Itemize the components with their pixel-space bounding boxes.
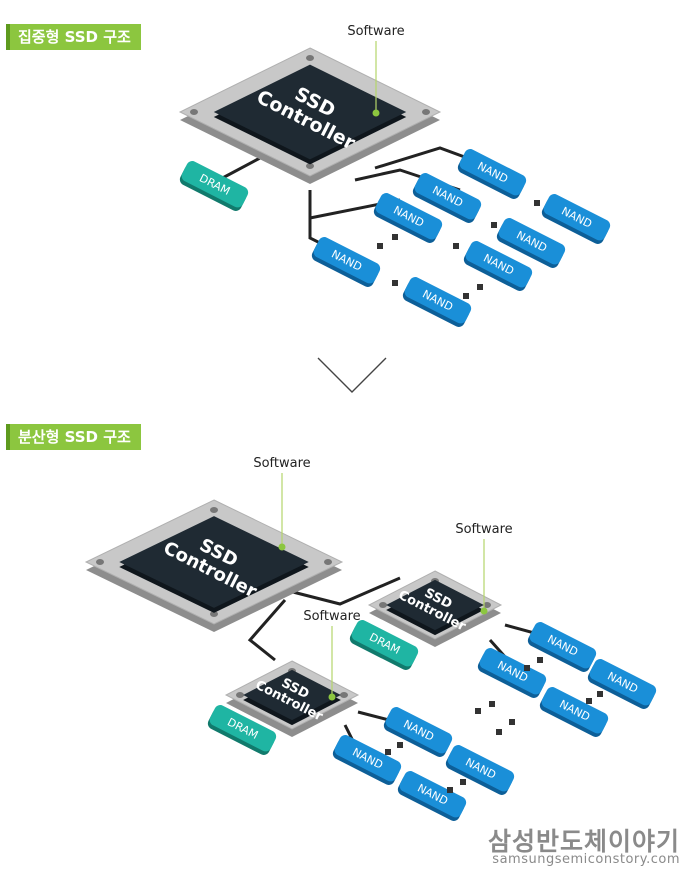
screw-icon xyxy=(324,559,332,565)
screw-icon xyxy=(306,55,314,61)
section-tag-distributed: 분산형 SSD 구조 xyxy=(6,424,141,450)
bus-line xyxy=(284,576,401,606)
dram-chip-3: DRAM xyxy=(207,705,277,755)
nand-chip-14: NAND xyxy=(332,735,402,785)
ellipsis-dot xyxy=(453,243,459,249)
ellipsis-dot xyxy=(537,657,543,663)
screw-icon xyxy=(190,109,198,115)
software-dot xyxy=(278,543,286,551)
nand-chip-5: NAND xyxy=(541,194,611,244)
ellipsis-dot xyxy=(460,779,466,785)
nand-chip-13: NAND xyxy=(383,707,453,757)
ellipsis-dot xyxy=(597,691,603,697)
dram-chip-1: DRAM xyxy=(179,161,249,211)
ellipsis-dot xyxy=(477,284,483,290)
screw-icon xyxy=(379,602,387,608)
ellipsis-dot xyxy=(491,222,497,228)
ssd-controller-central: SSDController xyxy=(178,47,442,184)
ellipsis-dot xyxy=(534,200,540,206)
logo-korean: 삼성반도체이야기 xyxy=(487,827,680,856)
bus-line xyxy=(247,599,287,662)
ellipsis-dot xyxy=(447,787,453,793)
ellipsis-dot xyxy=(392,280,398,286)
ellipsis-dot xyxy=(524,665,530,671)
nand-chip-11: NAND xyxy=(587,659,657,709)
nand-chip-16: NAND xyxy=(397,771,467,821)
screw-icon xyxy=(236,692,244,698)
ellipsis-dot xyxy=(385,749,391,755)
logo-url: samsungsemiconstory.com xyxy=(492,852,680,867)
ssd-controller-sub-2: SSDController xyxy=(224,660,360,737)
ellipsis-dot xyxy=(463,293,469,299)
ellipsis-dot xyxy=(475,708,481,714)
screw-icon xyxy=(306,163,314,169)
nand-chip-1: NAND xyxy=(457,149,527,199)
software-label: Software xyxy=(303,609,360,624)
nand-chip-9: NAND xyxy=(527,622,597,672)
screw-icon xyxy=(340,692,348,698)
nand-chip-2: NAND xyxy=(412,173,482,223)
ellipsis-dot xyxy=(509,719,515,725)
ellipsis-dot xyxy=(397,742,403,748)
screw-icon xyxy=(96,559,104,565)
nand-chip-8: NAND xyxy=(402,277,472,327)
ellipsis-dot xyxy=(377,243,383,249)
ellipsis-dot xyxy=(392,234,398,240)
nand-chip-10: NAND xyxy=(477,648,547,698)
screw-icon xyxy=(210,507,218,513)
nand-chip-7: NAND xyxy=(463,241,533,291)
nand-chip-6: NAND xyxy=(496,218,566,268)
software-dot xyxy=(480,607,488,615)
screw-icon xyxy=(422,109,430,115)
ellipsis-dot xyxy=(496,729,502,735)
software-dot xyxy=(328,693,336,701)
ssd-controller-host: SSDController xyxy=(84,499,344,632)
software-label: Software xyxy=(347,24,404,39)
software-label: Software xyxy=(455,522,512,537)
nand-chip-15: NAND xyxy=(445,745,515,795)
screw-icon xyxy=(483,602,491,608)
software-dot xyxy=(372,109,380,117)
ssd-controller-sub-1: SSDController xyxy=(367,570,503,647)
software-label: Software xyxy=(253,456,310,471)
chevron-down-icon xyxy=(317,357,387,393)
screw-icon xyxy=(210,611,218,617)
ellipsis-dot xyxy=(489,701,495,707)
nand-chip-4: NAND xyxy=(311,237,381,287)
ellipsis-dot xyxy=(586,698,592,704)
nand-chip-3: NAND xyxy=(373,193,443,243)
section-tag-centralized: 집중형 SSD 구조 xyxy=(6,24,141,50)
